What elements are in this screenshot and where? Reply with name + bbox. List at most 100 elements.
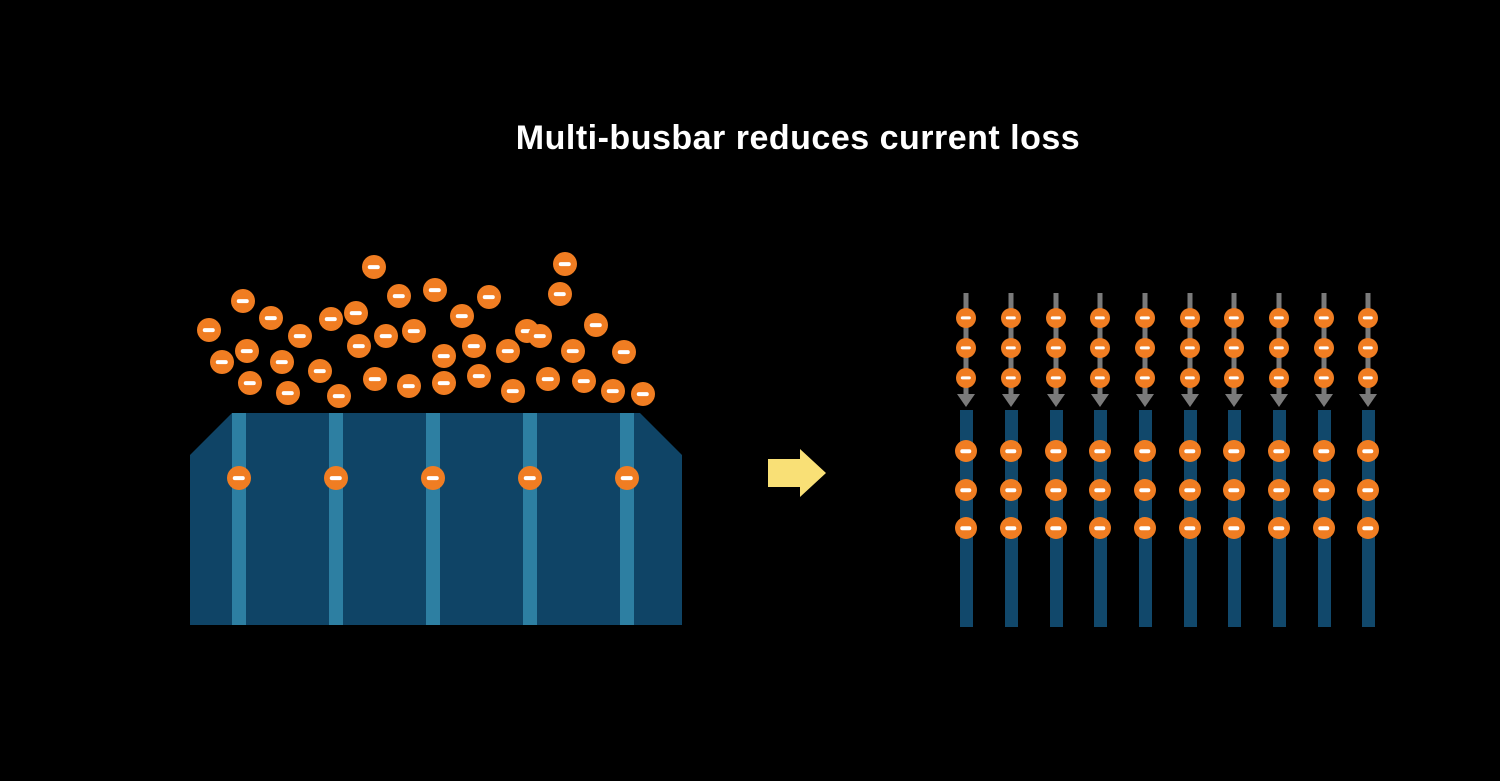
incoming-electron (1090, 308, 1110, 328)
wire-electron (1357, 479, 1379, 501)
incoming-electron (1180, 368, 1200, 388)
incoming-electron (1269, 338, 1289, 358)
cloud-electron (553, 252, 577, 276)
cloud-electron (561, 339, 585, 363)
busbar (620, 413, 634, 625)
down-arrow-head-icon (1136, 394, 1154, 407)
down-arrow-head-icon (1270, 394, 1288, 407)
wire-electron (1179, 440, 1201, 462)
cloud-electron (288, 324, 312, 348)
cloud-electron (327, 384, 351, 408)
cloud-electron (397, 374, 421, 398)
wire-electron (1268, 440, 1290, 462)
down-arrow-head-icon (1047, 394, 1065, 407)
incoming-electron (1314, 308, 1334, 328)
cloud-electron (462, 334, 486, 358)
incoming-electron (1358, 338, 1378, 358)
cloud-electron (308, 359, 332, 383)
busbar (426, 413, 440, 625)
incoming-electron (1046, 368, 1066, 388)
busbar-electron (324, 466, 348, 490)
cloud-electron (238, 371, 262, 395)
wire-electron (1045, 517, 1067, 539)
wire-electron (1179, 517, 1201, 539)
cloud-electron (528, 324, 552, 348)
incoming-electron (1314, 338, 1334, 358)
down-arrow-head-icon (1091, 394, 1109, 407)
incoming-electron (1135, 338, 1155, 358)
down-arrow-head-icon (1225, 394, 1243, 407)
solar-cell-body (190, 413, 682, 625)
down-arrow-head-icon (1002, 394, 1020, 407)
busbar-electron (421, 466, 445, 490)
incoming-electron (1001, 368, 1021, 388)
busbar-electron (518, 466, 542, 490)
busbar (329, 413, 343, 625)
incoming-electron (956, 368, 976, 388)
wire-electron (1357, 440, 1379, 462)
cloud-electron (235, 339, 259, 363)
incoming-electron (1358, 308, 1378, 328)
cloud-electron (631, 382, 655, 406)
wire-electron (1089, 479, 1111, 501)
wire-electron (955, 517, 977, 539)
wire-electron (1045, 479, 1067, 501)
wire-electron (1179, 479, 1201, 501)
wire-electron (1000, 479, 1022, 501)
wire-electron (1000, 440, 1022, 462)
cloud-electron (477, 285, 501, 309)
wire-electron (1357, 517, 1379, 539)
diagram-title: Multi-busbar reduces current loss (515, 119, 1081, 157)
wire-electron (1134, 479, 1156, 501)
cloud-electron (231, 289, 255, 313)
incoming-electron (1358, 368, 1378, 388)
cloud-electron (362, 255, 386, 279)
cloud-electron (467, 364, 491, 388)
wire-electron (1223, 440, 1245, 462)
incoming-electron (1224, 308, 1244, 328)
wire-electron (955, 479, 977, 501)
busbar-electron (227, 466, 251, 490)
incoming-electron (1314, 368, 1334, 388)
wire-electron (1045, 440, 1067, 462)
cloud-electron (432, 344, 456, 368)
incoming-electron (956, 308, 976, 328)
cloud-electron (363, 367, 387, 391)
down-arrow-head-icon (1359, 394, 1377, 407)
busbar-electron (615, 466, 639, 490)
cloud-electron (612, 340, 636, 364)
incoming-electron (1001, 308, 1021, 328)
cloud-electron (387, 284, 411, 308)
cloud-electron (210, 350, 234, 374)
wire-electron (1223, 479, 1245, 501)
cloud-electron (259, 306, 283, 330)
cloud-electron (572, 369, 596, 393)
cloud-electron (270, 350, 294, 374)
cloud-electron (548, 282, 572, 306)
incoming-electron (1001, 338, 1021, 358)
cloud-electron (496, 339, 520, 363)
wire-electron (1134, 440, 1156, 462)
cloud-electron (344, 301, 368, 325)
busbar (523, 413, 537, 625)
incoming-electron (1135, 308, 1155, 328)
down-arrow-head-icon (1315, 394, 1333, 407)
incoming-electron (956, 338, 976, 358)
incoming-electron (1046, 338, 1066, 358)
cloud-electron (536, 367, 560, 391)
wire-electron (1000, 517, 1022, 539)
cloud-electron (402, 319, 426, 343)
incoming-electron (1269, 308, 1289, 328)
incoming-electron (1090, 338, 1110, 358)
busbar (232, 413, 246, 625)
cloud-electron (423, 278, 447, 302)
incoming-electron (1269, 368, 1289, 388)
incoming-electron (1224, 368, 1244, 388)
wire-electron (1313, 479, 1335, 501)
right-arrow-icon (768, 449, 826, 497)
incoming-electron (1224, 338, 1244, 358)
incoming-electron (1135, 368, 1155, 388)
incoming-electron (1046, 308, 1066, 328)
incoming-electron (1090, 368, 1110, 388)
